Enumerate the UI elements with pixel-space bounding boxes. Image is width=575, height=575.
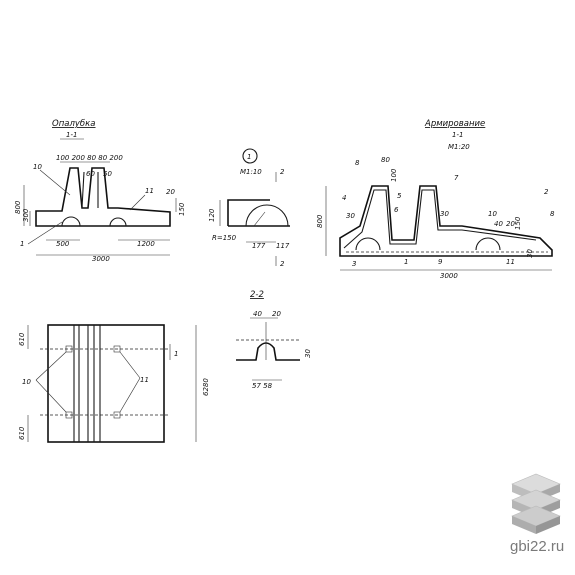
plan-mark-11: 11 (140, 376, 149, 384)
formwork-section-label: 1-1 (66, 131, 77, 139)
mark-6: 6 (394, 206, 399, 214)
plan-outline (47, 324, 165, 443)
mark-3: 3 (352, 260, 356, 268)
reinforcement-section-label: 1-1 (452, 131, 463, 139)
dim-80: 80 (381, 156, 390, 164)
dim-100: 100 (390, 168, 398, 182)
dim-top: 100 200 80 80 200 (56, 154, 123, 162)
dim-150: 150 (178, 202, 186, 216)
detail-outline (227, 199, 290, 227)
opening-arc (61, 216, 81, 227)
dim-30: 30 (304, 349, 312, 358)
leader-line (39, 169, 71, 196)
leader-line (119, 377, 141, 413)
dim-3000: 3000 (440, 272, 458, 280)
dim-30b: 30 (526, 249, 534, 258)
dim-30: 30 (440, 210, 449, 218)
dim-60: 60 (86, 170, 95, 178)
dim-left-top: 610 (18, 332, 26, 346)
opening-arc (355, 237, 381, 251)
reinforcement-section: Армирование 1-1 M1:20 8 80 100 4 7 5 6 3… (316, 119, 555, 280)
plan-mark-10: 10 (22, 378, 31, 386)
dim-117: 117 (276, 242, 290, 250)
reinforcement-outline (339, 185, 553, 257)
dim-1200: 1200 (137, 240, 155, 248)
dim-20: 20 (272, 310, 281, 318)
leader-line (35, 379, 67, 413)
dim-120: 120 (208, 208, 216, 222)
mark-2: 2 (544, 188, 549, 196)
rib-line (81, 171, 85, 209)
dim-40: 40 (494, 220, 503, 228)
dim-150: 150 (514, 216, 522, 230)
radius-line (253, 211, 266, 227)
plan-view: 10 11 1 610 610 6280 (18, 324, 210, 443)
watermark-text: gbi22.ru (510, 538, 565, 555)
mark-8b: 8 (550, 210, 555, 218)
mark-8: 8 (355, 159, 360, 167)
section-mark-bottom: 2 (280, 260, 285, 268)
formwork-title: Опалубка (52, 119, 96, 129)
detail-1: 1 M1:10 2 120 R=150 177 117 2 (208, 148, 290, 268)
formwork-outline (35, 167, 171, 227)
dim-177: 177 (252, 242, 266, 250)
opening-arc (475, 237, 501, 251)
detail-arc (245, 204, 289, 227)
mark-10: 10 (488, 210, 497, 218)
dim-20: 20 (166, 188, 175, 196)
section-mark-top: 2 (280, 168, 285, 176)
reinforcement-scale: M1:20 (448, 143, 470, 151)
dim-left-bottom: 610 (18, 426, 26, 440)
leader-line (35, 351, 67, 381)
leader-line (119, 351, 141, 379)
mark-1: 1 (20, 240, 24, 248)
dim-left-total: 800 (14, 200, 22, 214)
detail-callout: 1 (247, 153, 251, 161)
rebar-line (343, 189, 537, 249)
section22-outline (236, 342, 300, 361)
dim-40: 40 (253, 310, 262, 318)
mark-9: 9 (438, 258, 443, 266)
mark-4: 4 (342, 194, 346, 202)
dim-bottom: 57 58 (252, 382, 273, 390)
dim-500: 500 (56, 240, 70, 248)
leader-line (27, 221, 63, 245)
reinforcement-title: Армирование (424, 119, 485, 129)
dim-radius: R=150 (212, 234, 237, 242)
mark-1: 1 (404, 258, 408, 266)
dim-right-total: 6280 (202, 378, 210, 396)
mark-11: 11 (506, 258, 515, 266)
detail-callout-circle (242, 148, 258, 164)
leader-line (129, 194, 146, 211)
dim-50: 50 (103, 170, 112, 178)
opening-arc (109, 217, 127, 227)
dim-left-800: 800 (316, 214, 324, 228)
mark-7: 7 (454, 174, 459, 182)
detail-scale: M1:10 (240, 168, 262, 176)
section-2-2: 2-2 40 20 30 57 58 (236, 290, 312, 390)
dim-3000: 3000 (92, 255, 110, 263)
mark-30: 30 (346, 212, 355, 220)
formwork-section: Опалубка 1-1 100 200 80 80 200 60 50 800… (14, 119, 186, 263)
section22-title: 2-2 (250, 290, 264, 300)
mark-11: 11 (145, 187, 154, 195)
mark-5: 5 (397, 192, 402, 200)
dim-left-lower: 300 (22, 208, 30, 222)
stacked-slabs-icon (511, 473, 561, 534)
dim-20: 20 (506, 220, 515, 228)
plan-mark-1: 1 (174, 350, 178, 358)
mark-10: 10 (33, 163, 42, 171)
